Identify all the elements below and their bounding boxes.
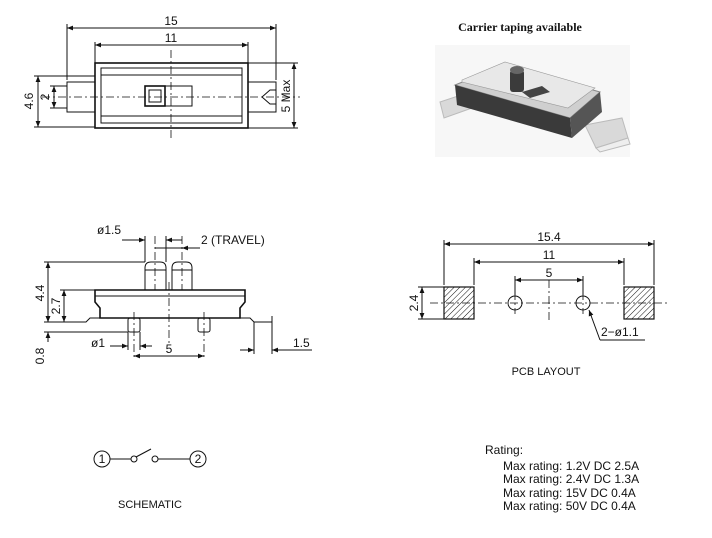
top-max-height-label: 5 Max xyxy=(279,80,293,113)
top-body-outline xyxy=(94,62,249,129)
pcb-hole-pitch-label: 5 xyxy=(546,266,553,280)
side-view: ø1.5 2 (TRAVEL) 4.4 2.7 ø1 5 xyxy=(33,223,312,364)
pcb-overall-width-label: 15.4 xyxy=(537,230,561,244)
side-peg-diameter-label: ø1 xyxy=(91,336,105,350)
side-left-tab xyxy=(62,317,100,323)
top-right-terminal xyxy=(247,81,277,113)
top-inner-height-label: 2 xyxy=(38,93,52,100)
side-tab-length-label: 1.5 xyxy=(293,336,310,350)
top-overall-height-label: 4.6 xyxy=(22,92,36,109)
top-slider-knob xyxy=(144,85,166,107)
side-travel-label: 2 (TRAVEL) xyxy=(201,233,265,247)
rating-heading: Rating: xyxy=(485,443,524,457)
pcb-layout-title: PCB LAYOUT xyxy=(512,366,581,378)
top-body-width-label: 11 xyxy=(165,31,178,45)
carrier-note: Carrier taping available xyxy=(458,20,582,34)
pcb-layout-drawing: 15.4 11 5 2.4 2−ø1.1 PCB LAYOUT xyxy=(407,230,670,378)
pcb-pad-height-label: 2.4 xyxy=(407,294,421,311)
schematic-terminal-2 xyxy=(189,450,207,468)
schematic-terminal-1-label: 1 xyxy=(99,452,106,466)
side-body-outline xyxy=(94,289,246,319)
schematic-drawing: 1 2 SCHEMATIC xyxy=(93,448,207,511)
rating-row: Max rating: 15V DC 0.4A xyxy=(503,485,636,500)
schematic-title: SCHEMATIC xyxy=(118,499,182,511)
rating-row: Max rating: 1.2V DC 2.5A xyxy=(503,458,640,473)
side-right-tab xyxy=(240,316,273,323)
side-body-height-label: 2.7 xyxy=(49,297,63,314)
pcb-pad-spacing-label: 11 xyxy=(543,248,556,262)
rating-row: Max rating: 2.4V DC 1.3A xyxy=(503,472,640,486)
product-3d-image xyxy=(435,45,631,157)
top-right-terminal-notch xyxy=(261,89,276,105)
pcb-hole-callout-label: 2−ø1.1 xyxy=(601,325,639,339)
schematic-switch-lever xyxy=(135,448,152,458)
rating-row: Max rating: 50V DC 0.4A xyxy=(503,499,636,513)
top-overall-width-label: 15 xyxy=(164,14,178,28)
top-body-inner xyxy=(100,67,243,124)
side-standoff-label: 0.8 xyxy=(33,347,47,364)
side-total-height-label: 4.4 xyxy=(33,284,47,301)
top-slider-track xyxy=(164,85,193,107)
side-peg-pitch-label: 5 xyxy=(166,342,173,356)
side-actuator-left xyxy=(144,261,167,290)
side-pin-diameter-label: ø1.5 xyxy=(97,223,121,237)
schematic-terminal-2-label: 2 xyxy=(195,452,202,466)
side-actuator-right xyxy=(171,261,193,290)
rating-block: Rating: Max rating: 1.2V DC 2.5A Max rat… xyxy=(485,443,640,514)
top-view: 15 11 4.6 2 5 Max xyxy=(22,14,300,140)
